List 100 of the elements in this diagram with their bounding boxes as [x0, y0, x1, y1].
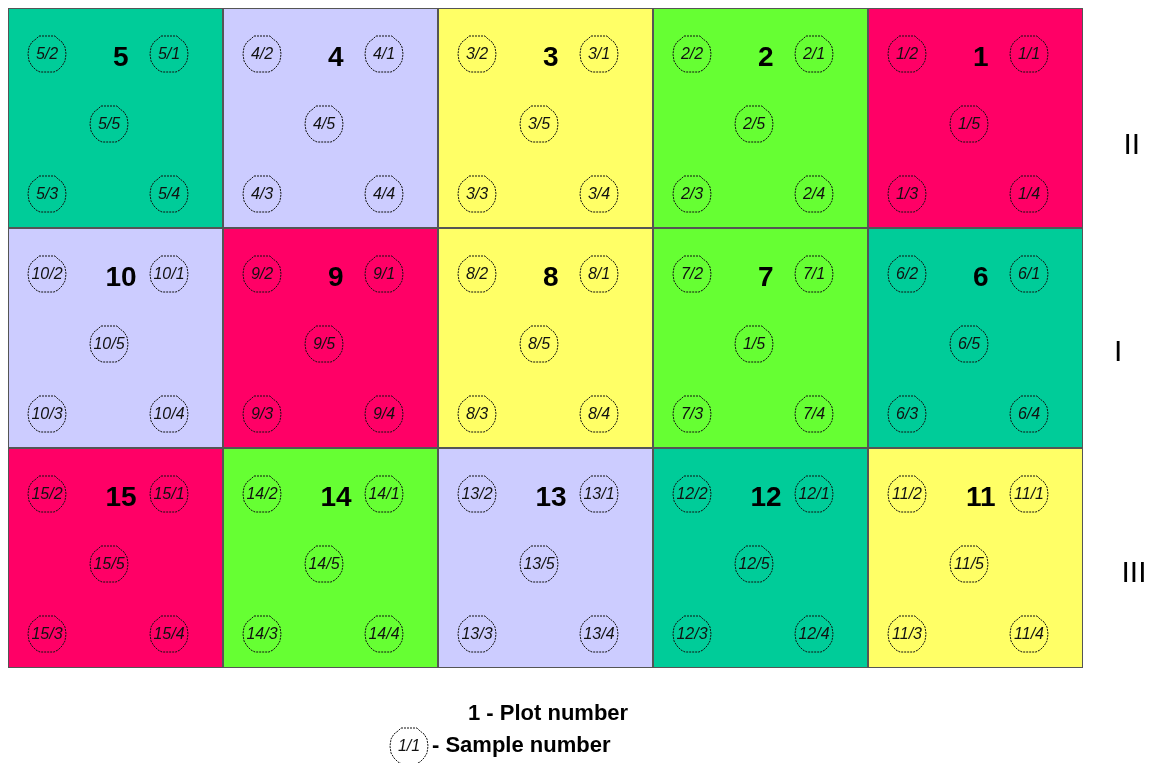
sample-marker: 5/5 — [88, 104, 130, 144]
plot-number: 10 — [105, 263, 137, 291]
sample-marker: 7/4 — [793, 394, 835, 434]
sample-marker: 2/3 — [671, 174, 713, 214]
sample-marker: 10/2 — [26, 254, 68, 294]
sample-marker: 9/1 — [363, 254, 405, 294]
plot-area — [868, 448, 1083, 668]
sample-marker: 12/3 — [671, 614, 713, 654]
sample-marker: 12/4 — [793, 614, 835, 654]
plot-number: 12 — [750, 483, 782, 511]
sample-marker: 8/1 — [578, 254, 620, 294]
sample-marker: 8/4 — [578, 394, 620, 434]
sample-marker: 12/2 — [671, 474, 713, 514]
sample-marker: 6/3 — [886, 394, 928, 434]
sample-marker: 10/1 — [148, 254, 190, 294]
sample-marker: 15/4 — [148, 614, 190, 654]
sample-marker: 9/4 — [363, 394, 405, 434]
plot-number: 3 — [543, 43, 559, 71]
sample-marker: 11/5 — [948, 544, 990, 584]
sample-marker: 2/5 — [733, 104, 775, 144]
plot-area — [438, 228, 653, 448]
sample-marker: 13/1 — [578, 474, 620, 514]
sample-marker: 8/2 — [456, 254, 498, 294]
legend-text: 1 - Plot number — [468, 700, 629, 726]
plot-area — [868, 8, 1083, 228]
sample-marker: 7/3 — [671, 394, 713, 434]
plot-number: 9 — [328, 263, 344, 291]
sample-marker: 1/2 — [886, 34, 928, 74]
sample-marker: 8/5 — [518, 324, 560, 364]
block-label: III — [1121, 555, 1147, 589]
plot-number: 6 — [973, 263, 989, 291]
sample-marker: 4/1 — [363, 34, 405, 74]
block-label: I — [1114, 334, 1123, 368]
sample-marker: 10/3 — [26, 394, 68, 434]
sample-marker: 3/5 — [518, 104, 560, 144]
sample-marker: 14/5 — [303, 544, 345, 584]
sample-marker: 11/3 — [886, 614, 928, 654]
sample-marker: 1/5 — [948, 104, 990, 144]
plot-number: 4 — [328, 43, 344, 71]
sample-marker: 3/3 — [456, 174, 498, 214]
plot-number: 15 — [105, 483, 137, 511]
sample-marker: 9/2 — [241, 254, 283, 294]
sample-marker: 1/4 — [1008, 174, 1050, 214]
sample-marker: 11/1 — [1008, 474, 1050, 514]
sample-marker: 14/1 — [363, 474, 405, 514]
plot-area — [653, 448, 868, 668]
plot-area — [653, 8, 868, 228]
sample-marker: 3/4 — [578, 174, 620, 214]
sample-marker: 3/2 — [456, 34, 498, 74]
sample-marker: 15/2 — [26, 474, 68, 514]
plot-number: 13 — [535, 483, 567, 511]
sample-marker: 12/5 — [733, 544, 775, 584]
sample-marker: 2/2 — [671, 34, 713, 74]
plot-number: 7 — [758, 263, 774, 291]
sample-marker: 15/5 — [88, 544, 130, 584]
plot-area — [868, 228, 1083, 448]
sample-marker: 7/1 — [793, 254, 835, 294]
sample-marker: 13/3 — [456, 614, 498, 654]
sample-marker: 13/4 — [578, 614, 620, 654]
plot-number: 1 — [973, 43, 989, 71]
plot-number: 14 — [320, 483, 352, 511]
sample-marker: 6/2 — [886, 254, 928, 294]
sample-marker: 7/2 — [671, 254, 713, 294]
sample-marker: 9/3 — [241, 394, 283, 434]
sample-marker: 4/3 — [241, 174, 283, 214]
sample-marker: 6/1 — [1008, 254, 1050, 294]
sample-marker: 8/3 — [456, 394, 498, 434]
sample-marker: 9/5 — [303, 324, 345, 364]
plot-area — [223, 448, 438, 668]
sample-marker: 5/2 — [26, 34, 68, 74]
plot-area — [653, 228, 868, 448]
sample-marker: 5/3 — [26, 174, 68, 214]
plot-area — [438, 8, 653, 228]
sample-marker: 14/3 — [241, 614, 283, 654]
plot-area — [223, 8, 438, 228]
block-label: II — [1123, 127, 1141, 161]
plot-number: 11 — [966, 483, 996, 511]
sample-marker: 15/3 — [26, 614, 68, 654]
plot-number: 2 — [758, 43, 774, 71]
plot-area — [8, 448, 223, 668]
sample-marker: 1/1 — [1008, 34, 1050, 74]
sample-marker: 12/1 — [793, 474, 835, 514]
sample-marker: 11/4 — [1008, 614, 1050, 654]
sample-marker: 3/1 — [578, 34, 620, 74]
sample-marker: 10/4 — [148, 394, 190, 434]
legend-text: - Sample number — [432, 732, 611, 758]
sample-marker: 15/1 — [148, 474, 190, 514]
sample-marker: 4/5 — [303, 104, 345, 144]
sample-marker: 6/4 — [1008, 394, 1050, 434]
sample-marker: 2/1 — [793, 34, 835, 74]
plot-area — [8, 8, 223, 228]
sample-marker: 13/2 — [456, 474, 498, 514]
sample-marker: 11/2 — [886, 474, 928, 514]
sample-marker: 1/1 — [388, 726, 430, 763]
sample-marker: 2/4 — [793, 174, 835, 214]
sample-marker: 4/4 — [363, 174, 405, 214]
sample-marker: 4/2 — [241, 34, 283, 74]
plot-area — [438, 448, 653, 668]
sample-marker: 6/5 — [948, 324, 990, 364]
sample-marker: 14/4 — [363, 614, 405, 654]
